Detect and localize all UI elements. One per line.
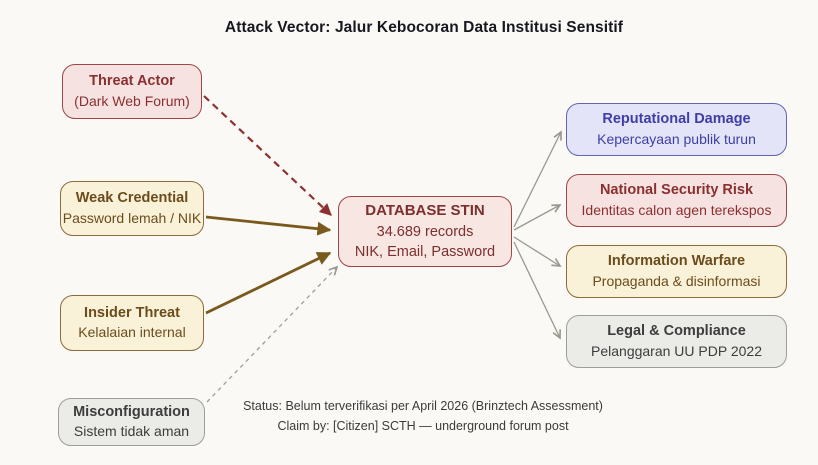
node-legal-compliance: Legal & Compliance Pelanggaran UU PDP 20… — [566, 315, 787, 368]
node-reputational-damage: Reputational Damage Kepercayaan publik t… — [566, 103, 787, 156]
node-threat-actor-subtitle: (Dark Web Forum) — [74, 92, 190, 109]
edge-database-to-reputational — [513, 132, 561, 228]
node-insider-threat-title: Insider Threat — [84, 304, 180, 321]
node-weak-credential-subtitle: Password lemah / NIK — [62, 209, 202, 226]
node-threat-actor: Threat Actor (Dark Web Forum) — [62, 64, 202, 119]
node-insider-threat: Insider Threat Kelalaian internal — [60, 295, 204, 351]
node-weak-credential-title: Weak Credential — [75, 190, 189, 207]
node-weak-credential: Weak Credential Password lemah / NIK — [60, 181, 204, 236]
node-national-security-risk: National Security Risk Identitas calon a… — [566, 174, 787, 227]
node-national-title: National Security Risk — [599, 182, 754, 199]
node-misconfiguration-title: Misconfiguration — [73, 403, 190, 420]
node-reputational-title: Reputational Damage — [602, 111, 751, 128]
node-database-stin: DATABASE STIN 34.689 records NIK, Email,… — [338, 196, 512, 267]
edge-weak-credential-to-database — [205, 215, 332, 236]
edge-threat-actor-to-database — [203, 95, 332, 216]
edge-insider-threat-to-database — [205, 251, 332, 315]
node-reputational-subtitle: Kepercayaan publik turun — [597, 130, 756, 147]
node-misconfiguration: Misconfiguration Sistem tidak aman — [58, 398, 205, 446]
diagram-title: Attack Vector: Jalur Kebocoran Data Inst… — [224, 19, 624, 36]
node-threat-actor-title: Threat Actor — [89, 73, 175, 90]
node-information-subtitle: Propaganda & disinformasi — [592, 272, 761, 289]
node-national-subtitle: Identitas calon agen terekspos — [581, 201, 772, 218]
node-legal-title: Legal & Compliance — [607, 323, 746, 340]
node-information-warfare: Information Warfare Propaganda & disinfo… — [566, 245, 787, 298]
node-database-title: DATABASE STIN — [365, 202, 485, 220]
status-line: Status: Belum terverifikasi per April 20… — [243, 399, 603, 413]
edge-database-to-legal — [513, 241, 560, 338]
node-insider-threat-subtitle: Kelalaian internal — [78, 324, 186, 341]
node-information-title: Information Warfare — [607, 253, 746, 270]
node-legal-subtitle: Pelanggaran UU PDP 2022 — [591, 342, 762, 359]
claim-line: Claim by: [Citizen] SCTH — underground f… — [277, 419, 569, 433]
edge-misconfiguration-to-database — [206, 267, 337, 403]
node-database-records: 34.689 records — [376, 223, 474, 240]
node-database-fields: NIK, Email, Password — [354, 244, 496, 261]
node-misconfiguration-subtitle: Sistem tidak aman — [73, 423, 190, 440]
edge-database-to-information — [513, 236, 560, 266]
footer-note: Status: Belum terverifikasi per April 20… — [28, 396, 818, 436]
edge-database-to-national — [513, 205, 560, 231]
